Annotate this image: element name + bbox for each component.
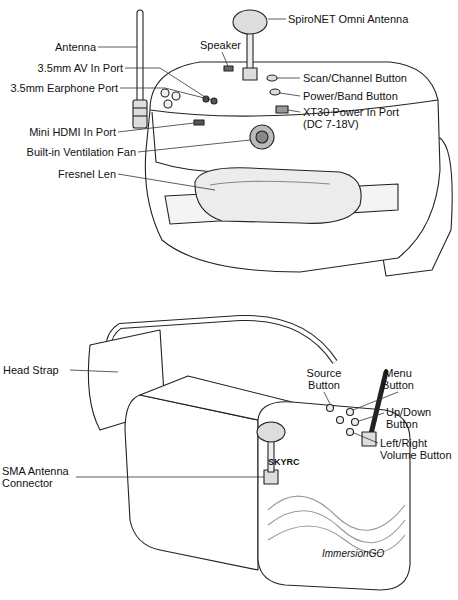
part-label: Head Strap xyxy=(3,364,69,376)
vent-fan-hub xyxy=(256,131,268,143)
part-label: Up/Down Button xyxy=(386,406,442,430)
part-label: Left/Right Volume Button xyxy=(380,437,458,461)
leader-line xyxy=(280,93,300,96)
logo-wave xyxy=(268,511,405,543)
leader-line xyxy=(359,413,384,421)
antenna-ridge xyxy=(133,115,147,116)
vent-fan xyxy=(250,125,274,149)
part-label: Antenna xyxy=(40,41,96,53)
control-button xyxy=(164,100,172,108)
leader-line xyxy=(268,19,286,20)
leader-line xyxy=(324,392,330,404)
hdmi-port xyxy=(194,120,204,125)
earphone-port xyxy=(211,98,217,104)
goggle-side xyxy=(125,395,258,570)
power-button xyxy=(270,89,280,95)
part-label: XT30 Power In Port (DC 7-18V) xyxy=(303,106,407,130)
omni-stem xyxy=(247,32,253,72)
part-label: 3.5mm Earphone Port xyxy=(3,82,118,94)
leader-line xyxy=(125,68,205,97)
part-label: 3.5mm AV In Port xyxy=(13,62,123,74)
part-label: SMA Antenna Connector xyxy=(2,465,74,489)
source-button xyxy=(327,405,334,412)
part-label: Scan/Channel Button xyxy=(303,72,453,84)
top-view xyxy=(133,10,452,276)
omni-antenna xyxy=(257,422,285,442)
leader-lines xyxy=(70,19,398,477)
omni-antenna xyxy=(233,10,267,34)
updown-button xyxy=(352,419,359,426)
omni-base xyxy=(243,68,257,80)
speaker xyxy=(224,66,233,71)
product-logo: ImmersionGO xyxy=(322,548,408,560)
menu-button xyxy=(347,409,354,416)
face-plate xyxy=(258,402,410,590)
part-label: Source Button xyxy=(301,367,347,391)
leader-line xyxy=(118,174,215,190)
part-label: Built-in Ventilation Fan xyxy=(3,146,136,158)
leader-line xyxy=(138,140,250,152)
part-label: Power/Band Button xyxy=(303,90,453,102)
control-button xyxy=(172,92,180,100)
body-edge xyxy=(152,112,258,172)
front-view xyxy=(88,318,410,590)
scan-button xyxy=(267,75,277,81)
antenna-base xyxy=(133,100,147,128)
fresnel-lens xyxy=(195,168,361,224)
lens-ring xyxy=(210,181,330,185)
leader-line xyxy=(222,52,228,66)
volume-button xyxy=(347,429,354,436)
leader-line xyxy=(288,110,300,112)
leader-line xyxy=(118,123,194,132)
control-button xyxy=(337,417,344,424)
leader-line xyxy=(354,433,378,443)
part-label: Fresnel Len xyxy=(26,168,116,180)
leader-line xyxy=(70,370,118,372)
omni-stem xyxy=(268,440,274,472)
leader-line xyxy=(277,78,300,79)
part-label: Speaker xyxy=(200,39,250,51)
part-label: Menu Button xyxy=(376,367,420,391)
antenna-rod xyxy=(137,10,143,105)
control-button xyxy=(161,89,169,97)
xt30-port xyxy=(276,106,288,113)
part-label: Mini HDMI In Port xyxy=(6,126,116,138)
brand-logo: SKYRC xyxy=(268,456,328,468)
antenna-ridge xyxy=(133,107,147,108)
leader-line xyxy=(120,88,212,100)
leader-line xyxy=(76,477,264,478)
leader-line xyxy=(98,47,137,48)
part-label: SpiroNET Omni Antenna xyxy=(288,13,453,25)
